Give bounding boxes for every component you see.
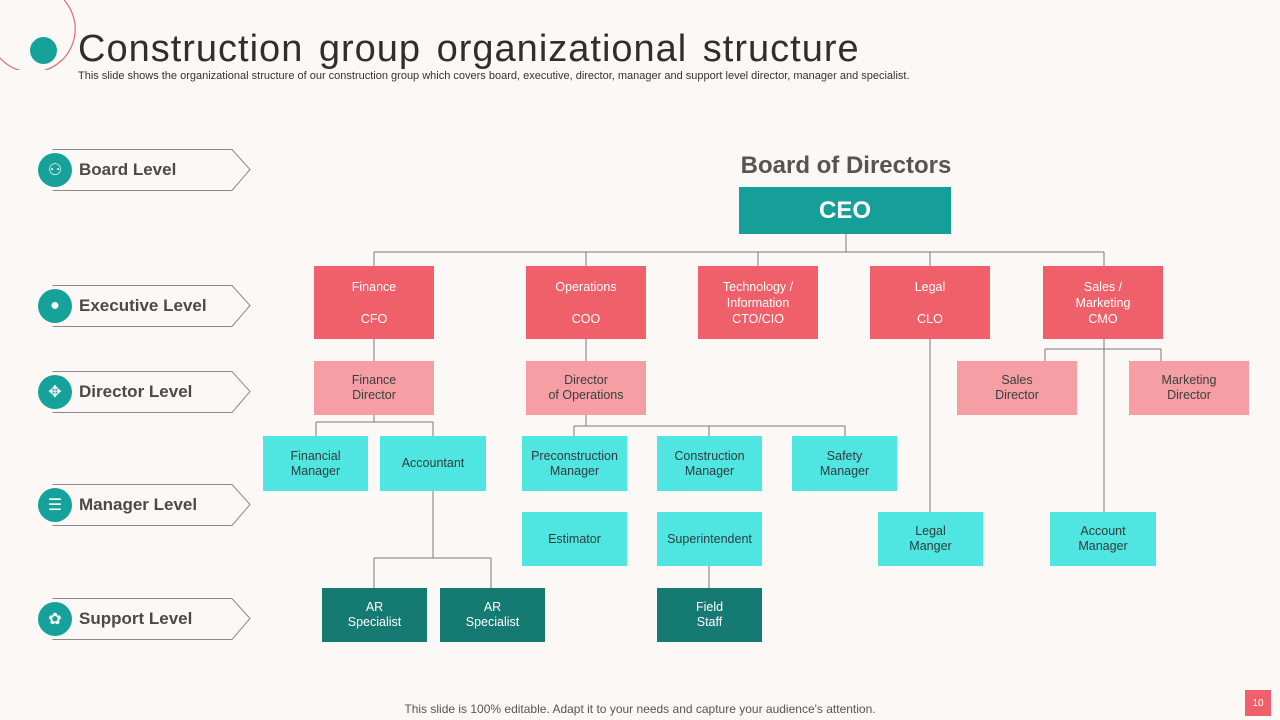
node-safety-manager: Safety Manager xyxy=(792,436,897,491)
node-ar-specialist-1: AR Specialist xyxy=(322,588,427,642)
node-director-operations: Director of Operations xyxy=(526,361,646,415)
footer-note: This slide is 100% editable. Adapt it to… xyxy=(404,702,876,716)
node-technology-cto: Technology / Information CTO/CIO xyxy=(698,266,818,339)
node-sales-director: Sales Director xyxy=(957,361,1077,415)
corner-arc-decoration xyxy=(0,0,76,70)
level-tab-executive: ● Executive Level xyxy=(38,285,251,327)
node-sales-cmo: Sales / Marketing CMO xyxy=(1043,266,1163,339)
page-title: Construction group organizational struct… xyxy=(78,28,860,70)
hands-support-icon: ✿ xyxy=(38,602,72,636)
page-number-badge: 10 xyxy=(1245,690,1271,716)
level-label: Board Level xyxy=(79,160,177,179)
level-label: Director Level xyxy=(79,382,193,401)
node-superintendent: Superintendent xyxy=(657,512,762,566)
page-subtitle: This slide shows the organizational stru… xyxy=(78,70,910,82)
node-legal-clo: Legal CLO xyxy=(870,266,990,339)
node-ar-specialist-2: AR Specialist xyxy=(440,588,545,642)
node-operations-coo: Operations COO xyxy=(526,266,646,339)
node-marketing-director: Marketing Director xyxy=(1129,361,1249,415)
node-field-staff: Field Staff xyxy=(657,588,762,642)
hierarchy-icon: ☰ xyxy=(38,488,72,522)
level-tab-support: ✿ Support Level xyxy=(38,598,251,640)
node-accountant: Accountant xyxy=(380,436,486,491)
title-bullet-circle xyxy=(30,37,57,64)
node-legal-manger: Legal Manger xyxy=(878,512,983,566)
level-tab-director: ✥ Director Level xyxy=(38,371,251,413)
level-label: Support Level xyxy=(79,609,193,628)
node-finance-cfo: Finance CFO xyxy=(314,266,434,339)
node-finance-director: Finance Director xyxy=(314,361,434,415)
node-financial-manager: Financial Manager xyxy=(263,436,368,491)
node-preconstruction-manager: Preconstruction Manager xyxy=(522,436,627,491)
level-tab-board: ⚇ Board Level xyxy=(38,149,251,191)
team-meeting-icon: ⚇ xyxy=(38,153,72,187)
node-construction-manager: Construction Manager xyxy=(657,436,762,491)
directions-icon: ✥ xyxy=(38,375,72,409)
level-label: Manager Level xyxy=(79,495,198,514)
node-estimator: Estimator xyxy=(522,512,627,566)
board-of-directors-heading: Board of Directors xyxy=(740,152,952,179)
level-tab-manager: ☰ Manager Level xyxy=(38,484,251,526)
node-ceo: CEO xyxy=(739,187,951,234)
level-label: Executive Level xyxy=(79,296,207,315)
person-icon: ● xyxy=(38,289,72,323)
node-account-manager: Account Manager xyxy=(1050,512,1156,566)
